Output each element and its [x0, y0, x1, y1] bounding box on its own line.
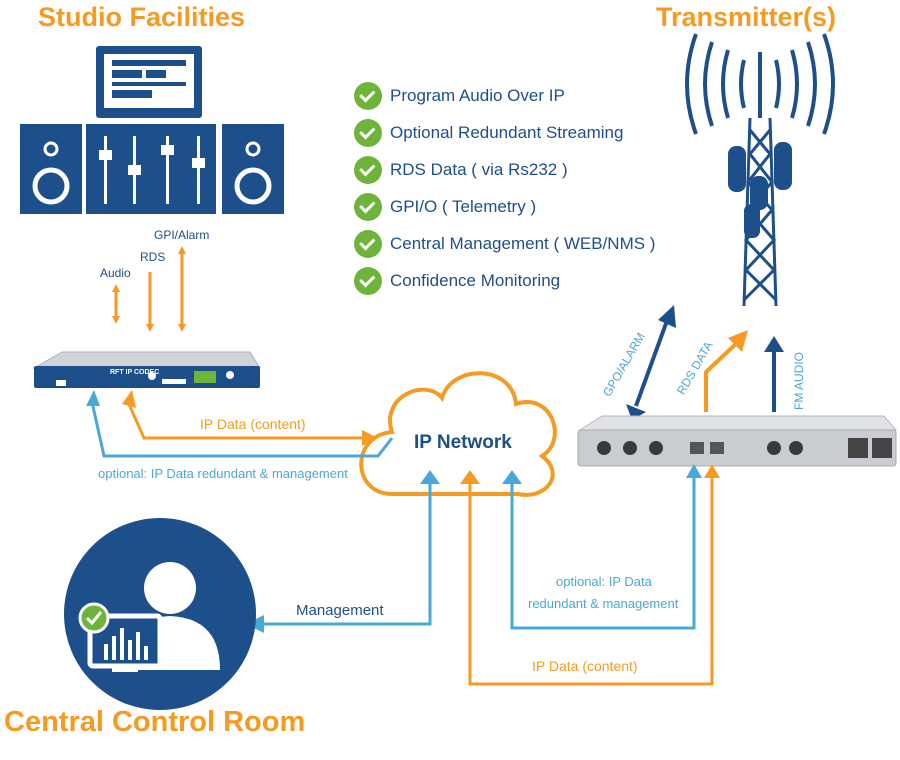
studio-link-arrows: [112, 246, 186, 332]
ip-data-right-arrowhead-2: [704, 464, 720, 478]
transmitter-link-arrows: [626, 305, 784, 420]
optional-right-arrowhead-2: [686, 464, 702, 478]
optional-right-arrowhead: [502, 470, 522, 484]
fm-audio-label: FM AUDIO: [792, 351, 806, 410]
ip-data-left-line: [126, 401, 364, 440]
checkmark-icon: [354, 230, 382, 258]
ip-network-label: IP Network: [414, 432, 512, 453]
checkmark-icon: [354, 193, 382, 221]
optional-right-line: [510, 476, 696, 630]
ip-data-right-arrowhead: [460, 470, 480, 484]
optional-left-arrowhead: [86, 390, 100, 406]
feature-label: GPI/O ( Telemetry ): [390, 197, 537, 216]
feature-item: Optional Redundant Streaming: [354, 119, 623, 147]
feature-label: Program Audio Over IP: [390, 86, 565, 105]
audio-label: Audio: [100, 266, 131, 280]
feature-item: Program Audio Over IP: [354, 82, 565, 110]
checkmark-icon: [354, 82, 382, 110]
optional-left-line: [90, 401, 394, 458]
optional-right-label-1: optional: IP Data: [556, 574, 652, 589]
codec-brand-label: RFT IP CODEC: [110, 369, 160, 376]
feature-label: Central Management ( WEB/NMS ): [390, 234, 656, 253]
management-label: Management: [296, 602, 384, 619]
feature-label: Confidence Monitoring: [390, 271, 561, 290]
feature-item: RDS Data ( via Rs232 ): [354, 156, 568, 184]
studio-equipment-icon: [20, 46, 284, 214]
feature-label: Optional Redundant Streaming: [390, 123, 624, 142]
transmitter-tower-icon: [685, 33, 835, 307]
checkmark-icon: [354, 119, 382, 147]
rds-label: RDS: [140, 250, 166, 264]
feature-item: Central Management ( WEB/NMS ): [354, 230, 655, 258]
checkmark-icon: [354, 156, 382, 184]
central-control-room-title: Central Control Room: [4, 706, 306, 738]
feature-label: RDS Data ( via Rs232 ): [390, 160, 568, 179]
ip-data-right-label: IP Data (content): [532, 658, 638, 674]
feature-item: Confidence Monitoring: [354, 267, 560, 295]
optional-left-label: optional: IP Data redundant & management: [98, 466, 348, 481]
feature-item: GPI/O ( Telemetry ): [354, 193, 536, 221]
management-line: [262, 480, 432, 626]
optional-right-label-2: redundant & management: [528, 596, 679, 611]
management-arrowhead-2: [420, 470, 440, 484]
ip-data-right-line: [468, 476, 714, 686]
control-room-icon: [64, 518, 256, 710]
checkmark-icon: [354, 267, 382, 295]
ip-data-left-arrowhead-2: [122, 390, 136, 408]
ip-data-left-arrowhead: [362, 430, 378, 446]
studio-facilities-title: Studio Facilities: [38, 2, 246, 32]
transmitter-codec-device: [577, 415, 898, 467]
ip-data-left-label: IP Data (content): [200, 416, 306, 432]
studio-codec-device: [32, 351, 261, 388]
gpi-alarm-label: GPI/Alarm: [154, 228, 210, 242]
transmitters-title: Transmitter(s): [656, 2, 837, 32]
